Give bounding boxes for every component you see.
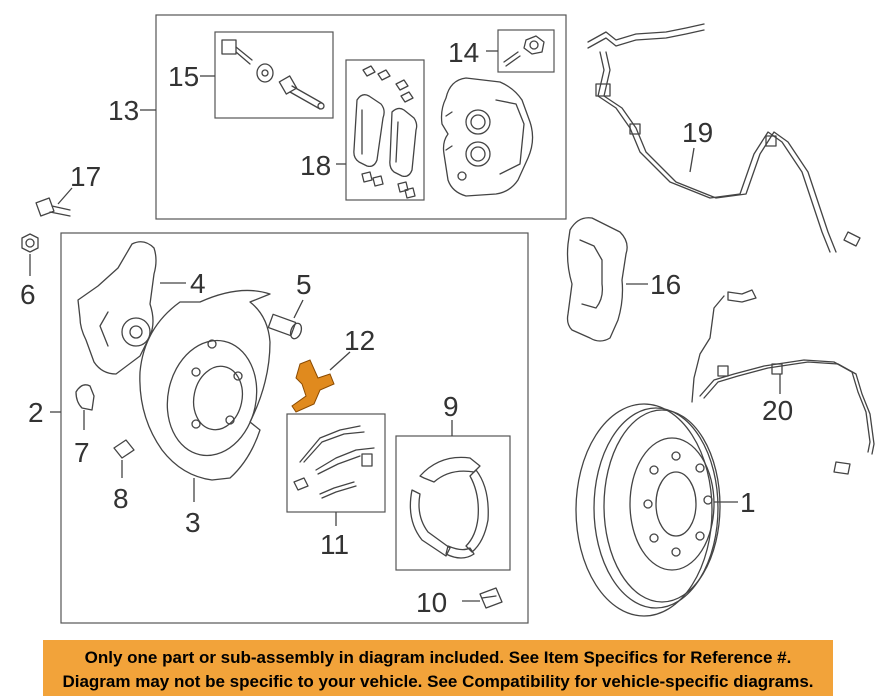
callout-13: 13 — [108, 95, 139, 126]
callout-12: 12 — [344, 325, 375, 356]
splash-shield-16 — [566, 217, 648, 342]
callout-18: 18 — [300, 150, 331, 181]
nut-6 — [21, 233, 39, 276]
bleeder-kit — [486, 29, 555, 73]
pin-5 — [267, 299, 304, 340]
callout-15: 15 — [168, 61, 199, 92]
callout-5: 5 — [296, 269, 312, 300]
callout-2: 2 — [28, 397, 44, 428]
callout-20: 20 — [762, 395, 793, 426]
highlighted-part — [291, 359, 335, 413]
backing-plate-3 — [139, 289, 271, 502]
brake-caliper — [440, 77, 534, 197]
callout-19: 19 — [682, 117, 713, 148]
rear-brake-group-box — [50, 232, 529, 624]
callout-1: 1 — [740, 487, 756, 518]
callout-14: 14 — [448, 37, 479, 68]
callout-16: 16 — [650, 269, 681, 300]
compatibility-notice: Only one part or sub-assembly in diagram… — [43, 640, 833, 696]
clip-7 — [75, 384, 95, 430]
brake-assembly-diagram: 13 15 18 — [20, 14, 875, 624]
callout-11: 11 — [320, 529, 349, 560]
callout-3: 3 — [185, 507, 201, 538]
abs-sensor-20 — [691, 289, 875, 475]
caliper-bracket-4 — [77, 241, 186, 375]
brake-rotor-1 — [575, 403, 738, 617]
notice-line-1: Only one part or sub-assembly in diagram… — [84, 648, 792, 667]
caliper-bolt-17 — [35, 187, 73, 217]
callout-10: 10 — [416, 587, 447, 618]
callout-9: 9 — [443, 391, 459, 422]
callout-4: 4 — [190, 268, 206, 299]
caliper-group-box — [140, 14, 567, 220]
hardware-kit-11 — [286, 413, 386, 526]
clip-8 — [113, 439, 135, 478]
wheel-stud-10 — [462, 587, 503, 609]
callout-8: 8 — [113, 483, 129, 514]
parking-brake-lever-12 — [291, 351, 351, 413]
brake-shoe-set-9 — [395, 420, 511, 571]
brake-pad-set — [336, 59, 425, 201]
callout-6: 6 — [20, 279, 36, 310]
brake-hose-19 — [587, 23, 861, 253]
callout-17: 17 — [70, 161, 101, 192]
notice-line-2: Diagram may not be specific to your vehi… — [62, 672, 814, 691]
callout-7: 7 — [74, 437, 90, 468]
guide-pin-kit — [200, 31, 334, 119]
